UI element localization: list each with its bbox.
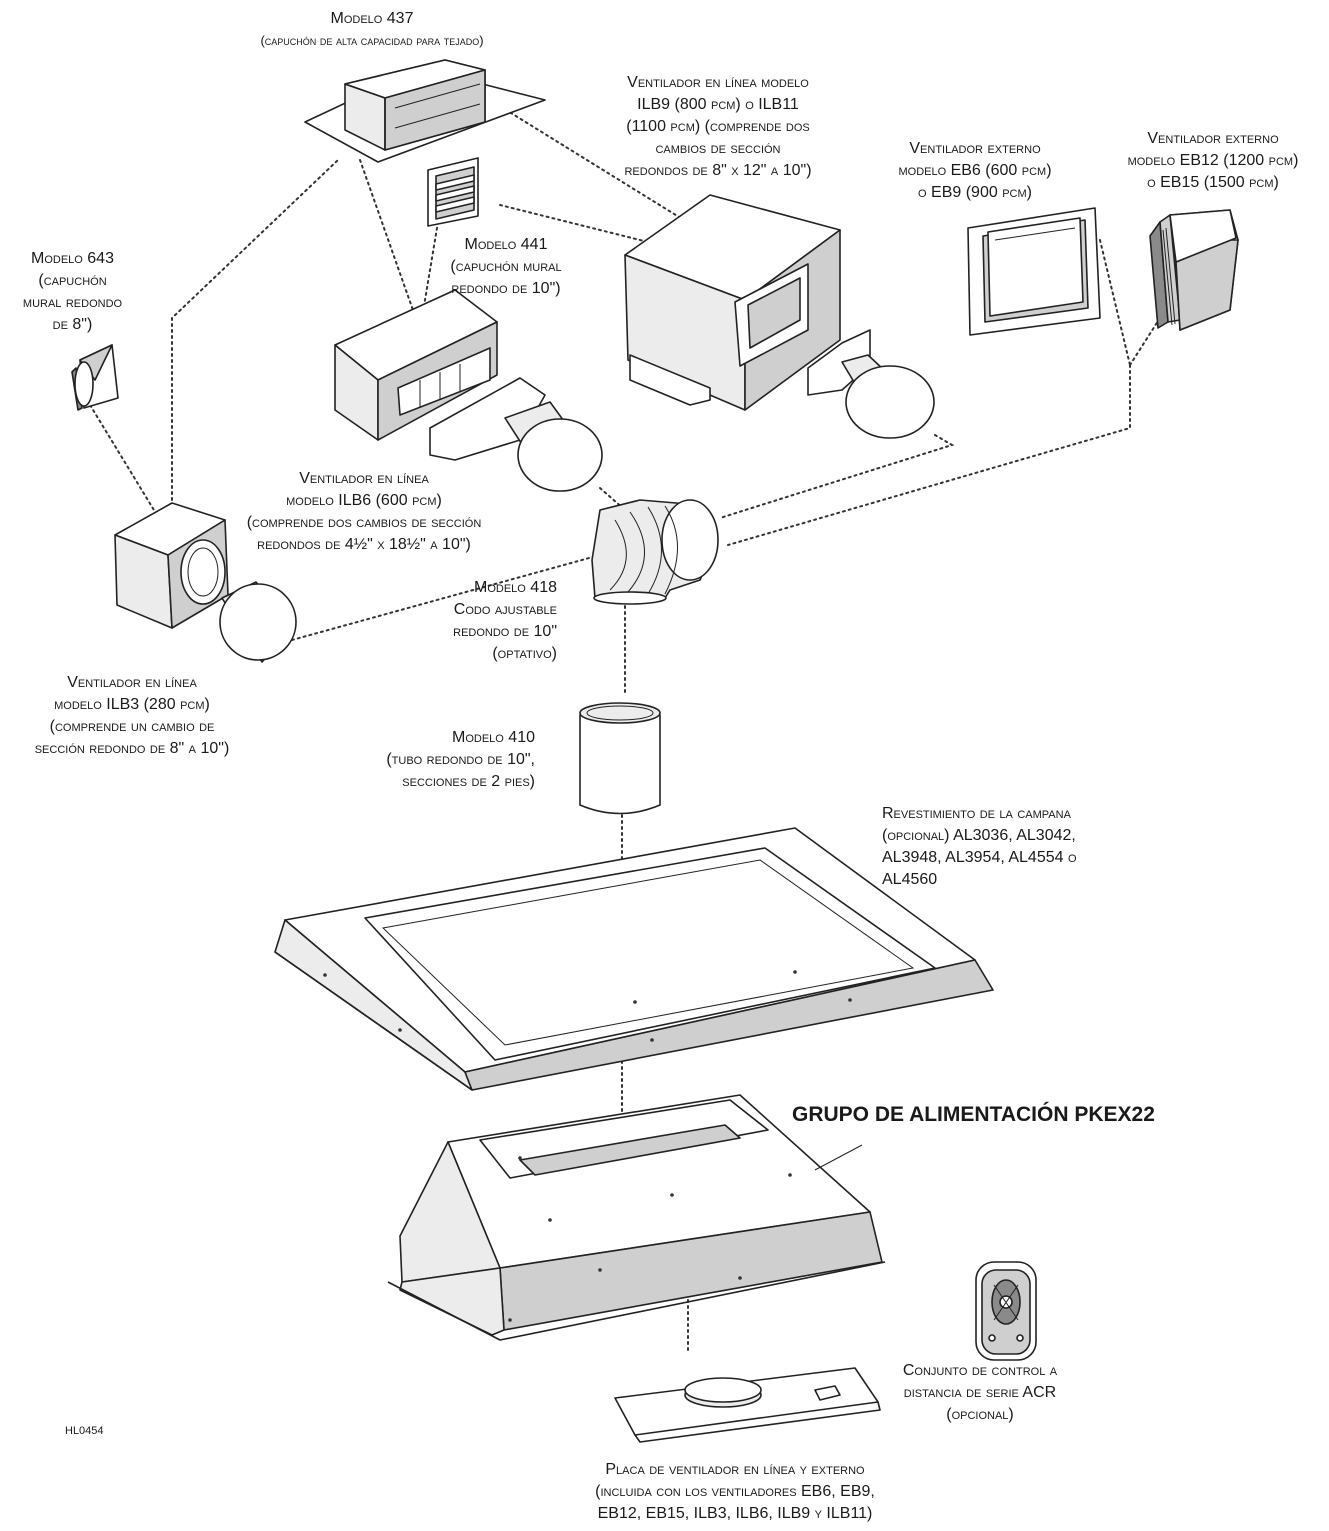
ilb3-inline-fan	[114, 502, 297, 663]
label-hood-liner: Revestimiento de la campana (opcional) A…	[882, 805, 1077, 888]
label-eb6-fan: Ventilador externo modelo EB6 (600 pcm) …	[898, 140, 1052, 201]
eb12-external-fan	[1149, 209, 1239, 331]
label-model-410: Modelo 410 (tubo redondo de 10", seccion…	[386, 729, 535, 790]
pkex22-power-pack	[387, 1094, 886, 1341]
model-441-wall-cap	[427, 157, 479, 227]
ilb6-inline-fan	[334, 289, 603, 492]
fan-plate	[614, 1367, 881, 1443]
label-acr-control: Conjunto de control a distancia de serie…	[902, 1362, 1058, 1423]
label-ilb6-fan: Ventilador en línea modelo ILB6 (600 pcm…	[246, 470, 482, 553]
label-model-418: Modelo 418 Codo ajustable redondo de 10"…	[453, 579, 557, 662]
eb6-external-fan	[967, 207, 1101, 336]
label-ilb3-fan: Ventilador en línea modelo ILB3 (280 pcm…	[34, 674, 230, 757]
label-eb12-fan: Ventilador externo modelo EB12 (1200 pcm…	[1127, 130, 1299, 191]
label-model-643: Modelo 643 (capuchón mural redondo de 8"…	[22, 250, 123, 333]
label-model-437: Modelo 437 (capuchón de alta capacidad p…	[260, 10, 484, 48]
label-fan-plate: Placa de ventilador en línea y externo (…	[595, 1461, 875, 1522]
model-643-wall-cap	[71, 344, 119, 411]
ilb9-inline-fan	[624, 194, 935, 439]
label-ilb9-fan: Ventilador en línea modelo ILB9 (800 pcm…	[624, 74, 812, 179]
model-437-roof-cap	[304, 59, 546, 163]
drawing-code: HL0454	[65, 1425, 104, 1437]
hood-liner	[274, 827, 994, 1091]
model-410-duct	[579, 702, 661, 815]
label-pkex22: GRUPO DE ALIMENTACIÓN PKEX22	[792, 1103, 1155, 1126]
model-418-elbow	[591, 499, 719, 605]
acr-remote-control	[975, 1261, 1037, 1361]
label-model-441: Modelo 441 (capuchón mural redondo de 10…	[450, 236, 562, 297]
